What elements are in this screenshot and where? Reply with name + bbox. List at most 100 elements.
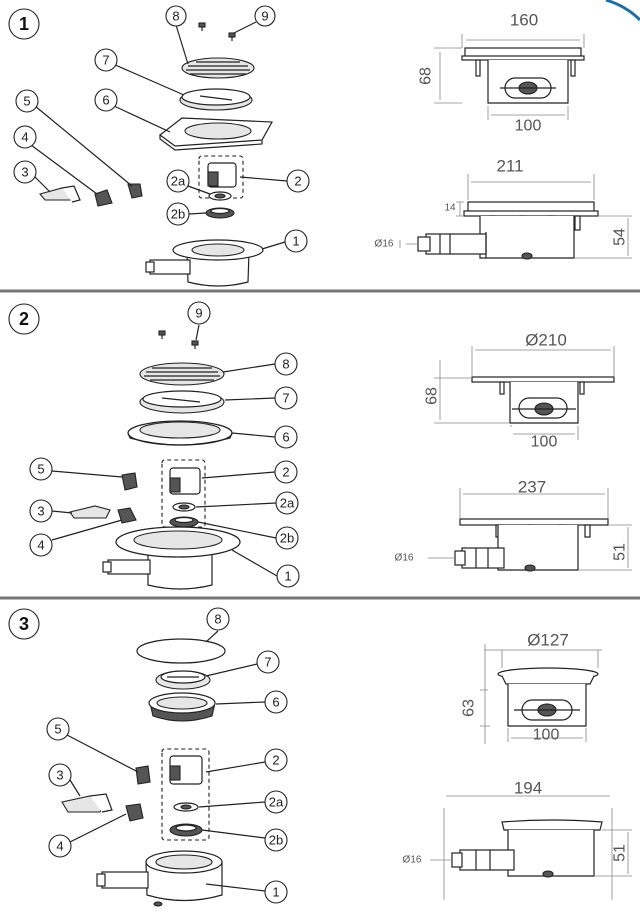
svg-text:4: 4 xyxy=(37,538,44,553)
part-ring xyxy=(208,191,232,201)
callout: 1 xyxy=(231,549,300,588)
svg-text:4: 4 xyxy=(56,839,63,854)
dimension-height: 51 xyxy=(612,844,629,862)
part-trap xyxy=(161,748,210,841)
part-seal xyxy=(169,516,199,528)
callout: 2b xyxy=(197,521,299,550)
dimension-height: 51 xyxy=(612,543,629,561)
callout: 2a xyxy=(166,169,211,195)
section-number: 2 xyxy=(19,309,29,329)
callout: 7 xyxy=(224,386,298,410)
dimension-width: 160 xyxy=(510,11,538,30)
part-insert xyxy=(155,670,211,690)
section-3: 3 xyxy=(8,607,632,907)
callout: 8 xyxy=(222,352,298,376)
dimension-width: Ø127 xyxy=(527,631,569,650)
part-seal xyxy=(205,207,235,219)
callout: 7 xyxy=(205,650,280,677)
svg-text:1: 1 xyxy=(284,569,291,584)
part-screws xyxy=(198,22,236,41)
part-body xyxy=(102,526,241,590)
dimension-width: Ø210 xyxy=(525,331,567,350)
section-2: 2 xyxy=(8,301,632,590)
callout: 1 xyxy=(205,880,288,904)
svg-text:8: 8 xyxy=(282,357,289,372)
svg-text:7: 7 xyxy=(282,391,289,406)
svg-text:3: 3 xyxy=(37,504,44,519)
svg-text:5: 5 xyxy=(23,94,30,109)
svg-text:2b: 2b xyxy=(280,531,294,546)
part-ring xyxy=(173,802,199,812)
top-view: Ø210 68 100 xyxy=(424,331,615,451)
svg-text:4: 4 xyxy=(21,130,28,145)
callout: 8 xyxy=(205,607,230,643)
part-connectors xyxy=(61,765,151,822)
svg-text:2b: 2b xyxy=(269,833,283,848)
callout: 1 xyxy=(261,229,308,253)
corner-accent xyxy=(605,0,640,22)
callout: 5 xyxy=(46,717,139,773)
svg-text:7: 7 xyxy=(102,53,109,68)
svg-text:5: 5 xyxy=(54,722,61,737)
svg-text:2: 2 xyxy=(282,465,289,480)
dimension-height: 68 xyxy=(424,387,441,405)
callout: 3 xyxy=(13,160,51,193)
callout: 2b xyxy=(201,828,288,852)
part-grate xyxy=(139,362,225,386)
callout: 6 xyxy=(94,88,171,133)
dimension-length: 211 xyxy=(496,157,523,176)
side-view: 211 14 54 Ø16 xyxy=(375,157,632,260)
callout: 7 xyxy=(94,48,185,96)
top-view: 160 68 100 xyxy=(418,11,585,135)
callout: 4 xyxy=(48,813,127,858)
part-body xyxy=(96,850,223,907)
callout: 2b xyxy=(166,202,207,226)
dimension-length: 194 xyxy=(514,779,542,798)
svg-text:9: 9 xyxy=(261,9,268,24)
part-grate xyxy=(181,57,255,79)
part-flange-square xyxy=(159,117,273,151)
dimension-height: 54 xyxy=(612,228,629,246)
callout: 2a xyxy=(195,491,299,515)
section-number: 1 xyxy=(19,14,29,34)
part-seal xyxy=(169,823,203,837)
section-1: 1 xyxy=(8,5,632,287)
svg-text:2a: 2a xyxy=(280,496,295,511)
dimension-pipe: Ø16 xyxy=(375,239,394,250)
dimension-body: 100 xyxy=(533,727,560,744)
part-connectors xyxy=(39,183,143,207)
callout: 3 xyxy=(29,499,73,523)
svg-text:2: 2 xyxy=(272,753,279,768)
dimension-height: 68 xyxy=(418,67,435,85)
dimension-body: 100 xyxy=(531,434,558,451)
callout: 2a xyxy=(198,790,288,814)
dimension-pipe: Ø16 xyxy=(395,553,414,564)
callout: 3 xyxy=(48,763,81,797)
part-cover xyxy=(136,638,226,664)
part-trap xyxy=(198,155,244,199)
callout: 4 xyxy=(29,519,123,557)
section-number: 3 xyxy=(19,614,29,634)
part-connectors xyxy=(69,472,138,524)
callout: 2 xyxy=(201,460,298,484)
part-screws xyxy=(158,330,199,349)
svg-text:1: 1 xyxy=(272,885,279,900)
callout: 9 xyxy=(233,5,276,34)
svg-text:8: 8 xyxy=(172,9,179,24)
callout: 6 xyxy=(231,425,298,449)
callout: 5 xyxy=(29,457,123,481)
svg-text:3: 3 xyxy=(56,768,63,783)
part-collar xyxy=(148,692,216,722)
part-cover xyxy=(139,390,225,414)
callout: 4 xyxy=(13,125,98,195)
callout: 8 xyxy=(165,5,189,65)
part-cover xyxy=(179,88,253,111)
part-body xyxy=(145,239,264,287)
svg-text:6: 6 xyxy=(102,93,109,108)
svg-text:1: 1 xyxy=(292,234,299,249)
svg-text:7: 7 xyxy=(264,655,271,670)
svg-text:6: 6 xyxy=(272,695,279,710)
callout: 5 xyxy=(15,89,133,187)
svg-text:6: 6 xyxy=(282,430,289,445)
